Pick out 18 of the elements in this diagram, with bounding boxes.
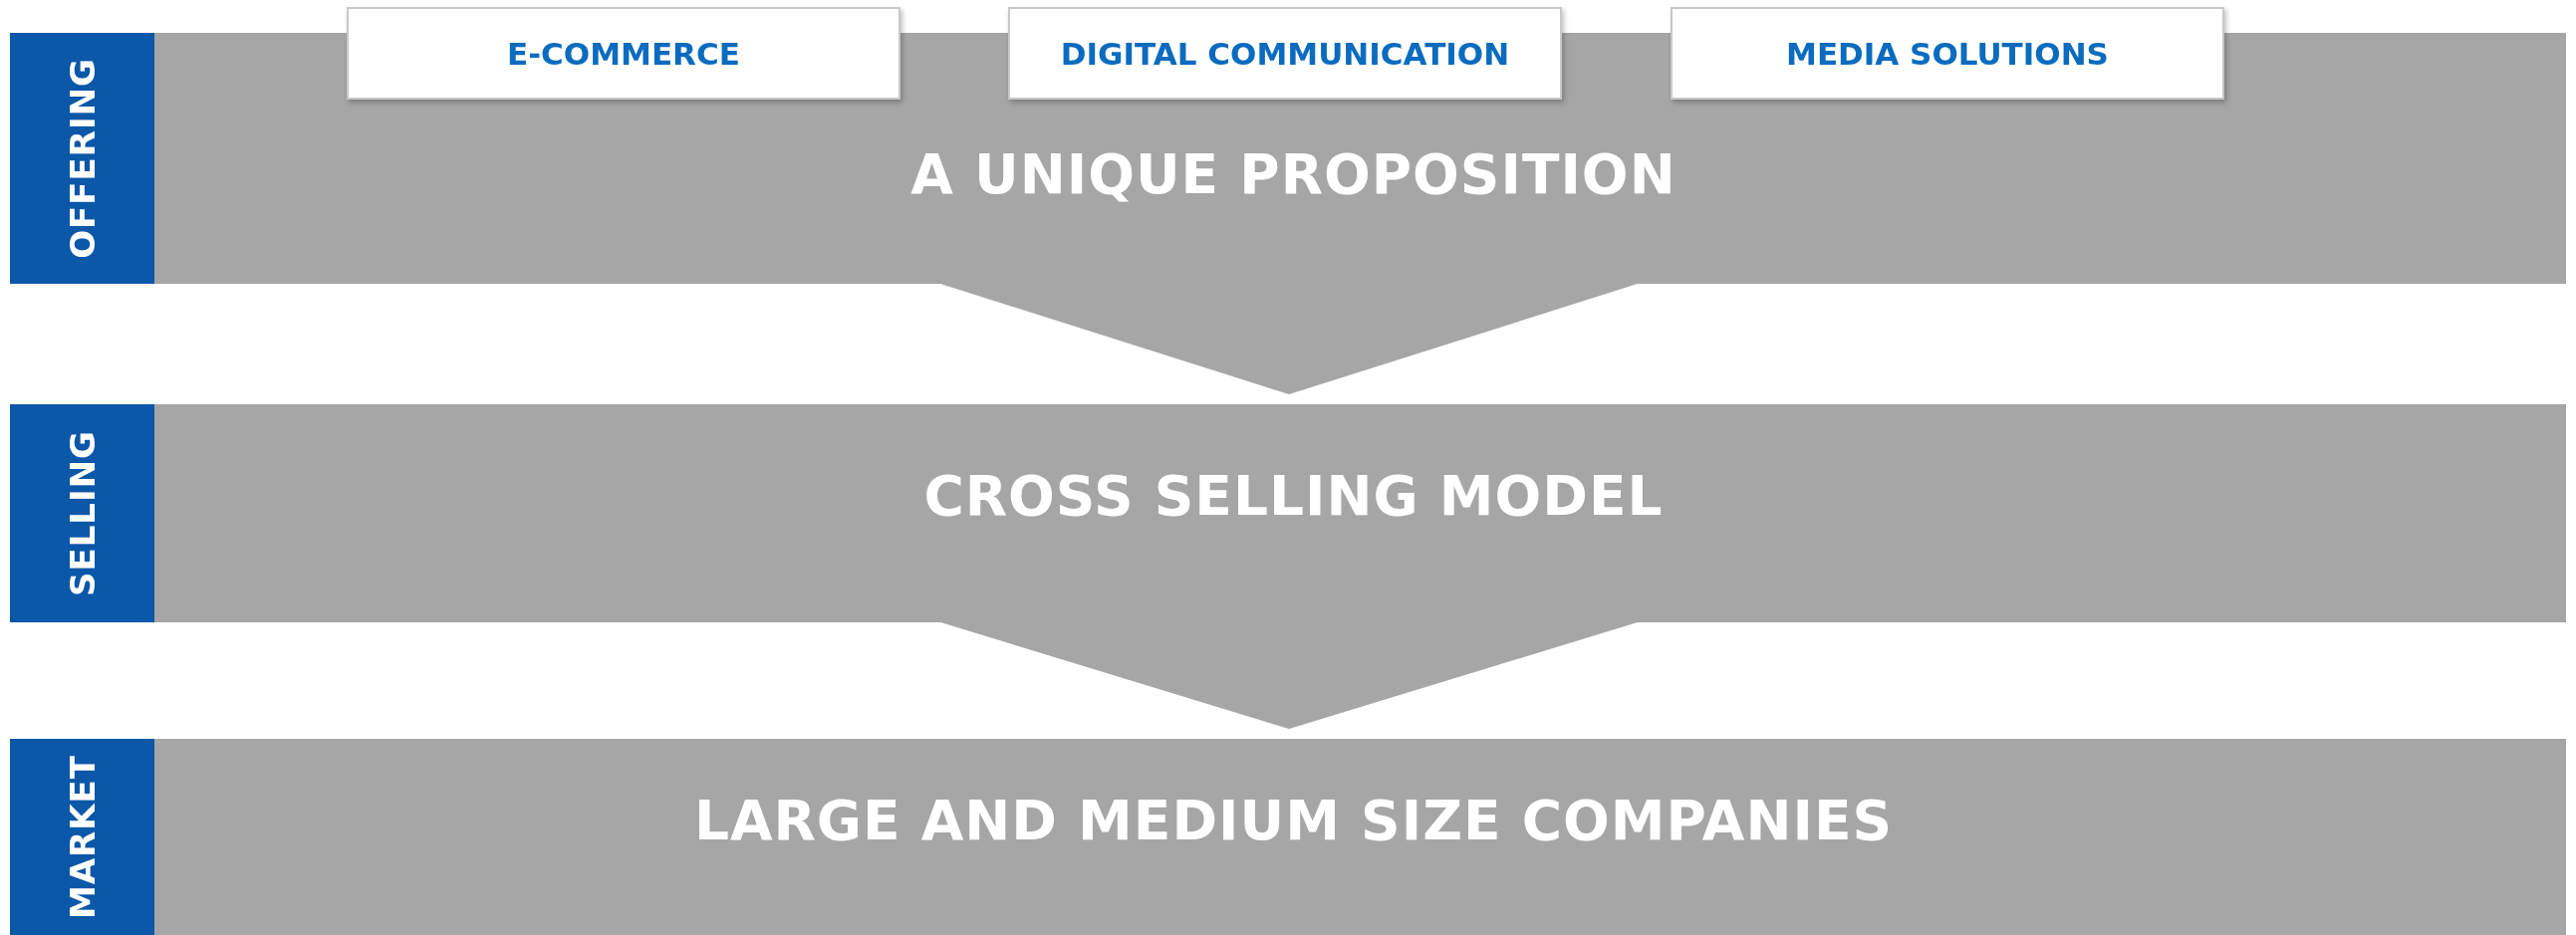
chevron-arrow xyxy=(937,283,1641,394)
section-label: OFFERING xyxy=(62,58,103,259)
category-label: DIGITAL COMMUNICATION xyxy=(1060,35,1510,72)
section-tab xyxy=(10,739,154,935)
category-card xyxy=(1671,7,2224,100)
stage-title: CROSS SELLING MODEL xyxy=(923,464,1664,528)
stage-band xyxy=(154,739,2566,935)
category-card xyxy=(347,7,901,100)
stage-title: A UNIQUE PROPOSITION xyxy=(910,142,1676,206)
section-tab xyxy=(10,404,154,622)
category-label: E-COMMERCE xyxy=(507,35,740,72)
section-tab xyxy=(10,33,154,284)
stage-title: LARGE AND MEDIUM SIZE COMPANIES xyxy=(693,789,1894,852)
section-label: MARKET xyxy=(62,754,103,920)
category-card xyxy=(1008,7,1562,100)
section-label: SELLING xyxy=(62,429,103,597)
chevron-arrow xyxy=(937,621,1641,729)
category-label: MEDIA SOLUTIONS xyxy=(1786,35,2109,72)
